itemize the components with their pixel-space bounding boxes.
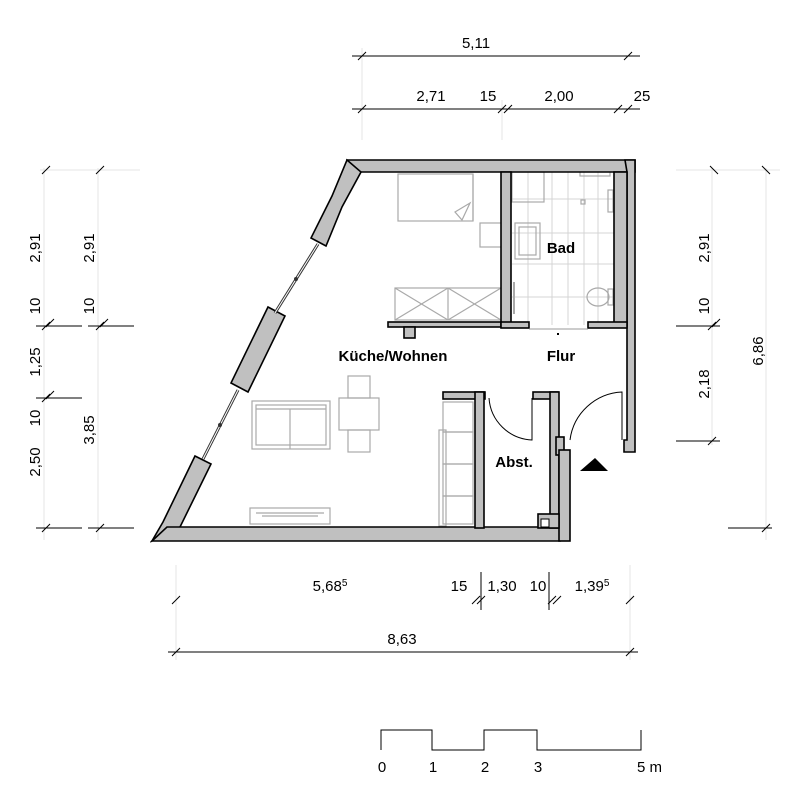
tv-sideboard <box>249 507 331 525</box>
room-label-kueche-wohnen: Küche/Wohnen <box>339 348 448 365</box>
dim-left-outer-seg-1: 2,91 <box>27 233 44 262</box>
walls <box>149 158 636 543</box>
right-dimension-chains: 2,91 10 2,18 6,86 <box>676 165 780 540</box>
entrance-arrow-icon <box>580 458 608 471</box>
dim-top-seg-2: 15 <box>480 88 497 105</box>
dim-bottom-seg-1: 5,685 <box>313 578 348 595</box>
dim-top-overall: 5,11 <box>462 35 490 52</box>
toilet-icon <box>586 287 610 307</box>
bed-icon <box>397 173 474 222</box>
dim-bottom-seg-2: 15 <box>451 578 468 595</box>
living-kitchen-furniture <box>249 173 503 527</box>
dim-top-seg-1: 2,71 <box>416 88 445 105</box>
dim-right-inner-seg-2: 10 <box>696 298 713 315</box>
dim-left-inner-seg-2: 10 <box>81 298 98 315</box>
dining-table <box>338 397 380 431</box>
dim-left-outer-seg-3: 1,25 <box>27 347 44 376</box>
scale-tick-3: 3 <box>534 759 542 776</box>
diagonal-wall-upper <box>309 158 363 248</box>
scale-tick-2: 2 <box>481 759 489 776</box>
dim-bottom-seg-3: 1,30 <box>487 578 516 595</box>
wardrobe-unit <box>442 401 474 433</box>
dim-bottom-overall: 8,63 <box>387 631 416 648</box>
dim-left-inner-seg-1: 2,91 <box>81 233 98 262</box>
left-dimension-chains: 2,91 10 1,25 10 2,50 2,91 10 3,85 <box>27 165 140 540</box>
column <box>403 326 416 339</box>
dim-left-outer-seg-4: 10 <box>27 410 44 427</box>
dim-right-outer-overall: 6,86 <box>750 336 767 365</box>
diagonal-wall-middle <box>229 305 287 394</box>
scale-bar: 0 1 2 3 5 m <box>378 729 662 776</box>
room-label-abst: Abst. <box>495 454 533 471</box>
chair-top <box>347 375 371 399</box>
dim-top-seg-3: 2,00 <box>544 88 573 105</box>
dim-left-outer-seg-2: 10 <box>27 298 44 315</box>
room-label-flur: Flur <box>547 348 575 365</box>
dim-bottom-seg-5: 1,395 <box>575 578 610 595</box>
chair-bottom <box>347 429 371 453</box>
dim-left-outer-seg-5: 2,50 <box>27 447 44 476</box>
shaft <box>540 518 550 528</box>
dim-right-inner-seg-1: 2,91 <box>696 233 713 262</box>
nightstand <box>479 222 503 248</box>
scale-tick-5m: 5 m <box>637 759 662 776</box>
entrance-door-swing <box>569 391 623 441</box>
bottom-dimension-chains: 5,685 15 1,30 10 1,395 8,63 <box>168 565 638 660</box>
bathroom-fixtures <box>511 170 614 325</box>
windows <box>201 243 320 460</box>
bathroom-sink <box>514 222 541 260</box>
storage-door-swing <box>488 397 533 441</box>
dim-top-seg-4: 25 <box>634 88 651 105</box>
dim-bottom-seg-4: 10 <box>530 578 547 595</box>
room-label-bad: Bad <box>547 240 575 257</box>
scale-tick-0: 0 <box>378 759 386 776</box>
dim-right-inner-seg-3: 2,18 <box>696 369 713 398</box>
scale-tick-1: 1 <box>429 759 437 776</box>
doors <box>488 328 623 441</box>
sofa-icon <box>251 400 331 450</box>
top-dimension-chain: 5,11 2,71 15 2,00 25 <box>352 35 650 140</box>
dim-left-inner-seg-3: 3,85 <box>81 415 98 444</box>
